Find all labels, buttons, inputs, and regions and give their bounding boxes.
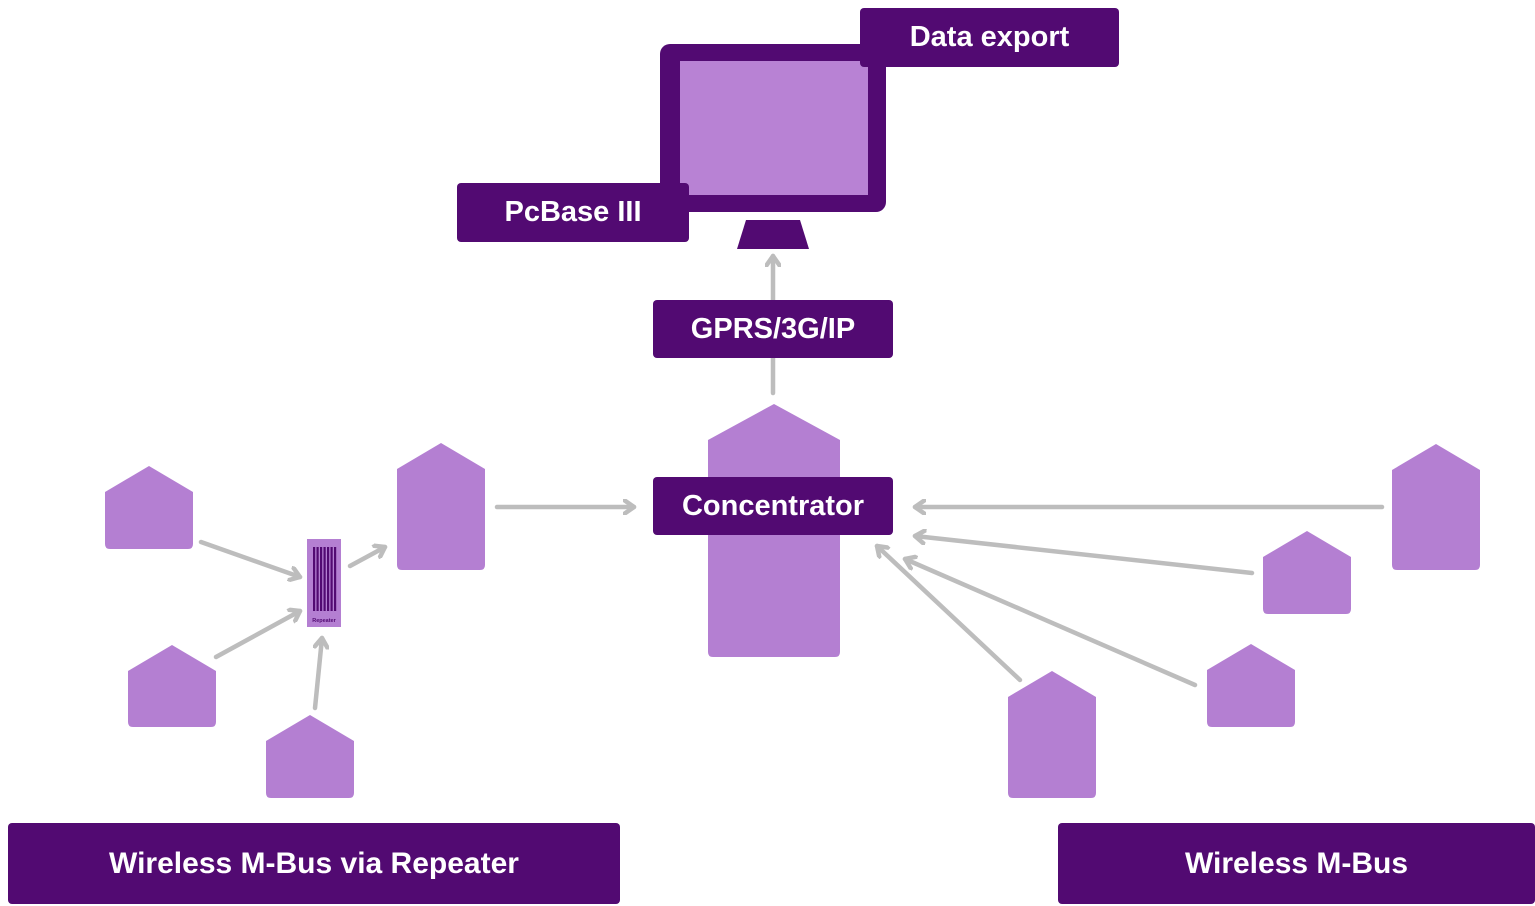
arrow-icon [198, 539, 303, 577]
monitor-icon [660, 44, 886, 249]
repeater-icon: Repeater [307, 539, 341, 627]
arrow-icon [902, 559, 1198, 688]
arrow-icon [874, 543, 1023, 683]
arrow-icon [213, 611, 303, 660]
arrow-icon [347, 547, 388, 569]
concentrator-label: Concentrator [653, 477, 893, 535]
arrow-icon [912, 536, 1255, 576]
house-icon [105, 466, 193, 549]
house-icon [1392, 444, 1480, 570]
data-export-label: Data export [860, 8, 1119, 67]
wireless-mbus-repeater-label: Wireless M-Bus via Repeater [8, 823, 620, 904]
arrow-icon [312, 635, 322, 711]
house-icon [1263, 531, 1351, 614]
house-icon [266, 715, 354, 798]
house-icon [1008, 671, 1096, 798]
pcbase-label: PcBase III [457, 183, 689, 242]
house-icon [397, 443, 485, 570]
house-icon [128, 645, 216, 727]
wireless-mbus-label: Wireless M-Bus [1058, 823, 1535, 904]
house-icon [1207, 644, 1295, 727]
repeater-label: Repeater [312, 618, 336, 624]
gprs-label: GPRS/3G/IP [653, 300, 893, 358]
